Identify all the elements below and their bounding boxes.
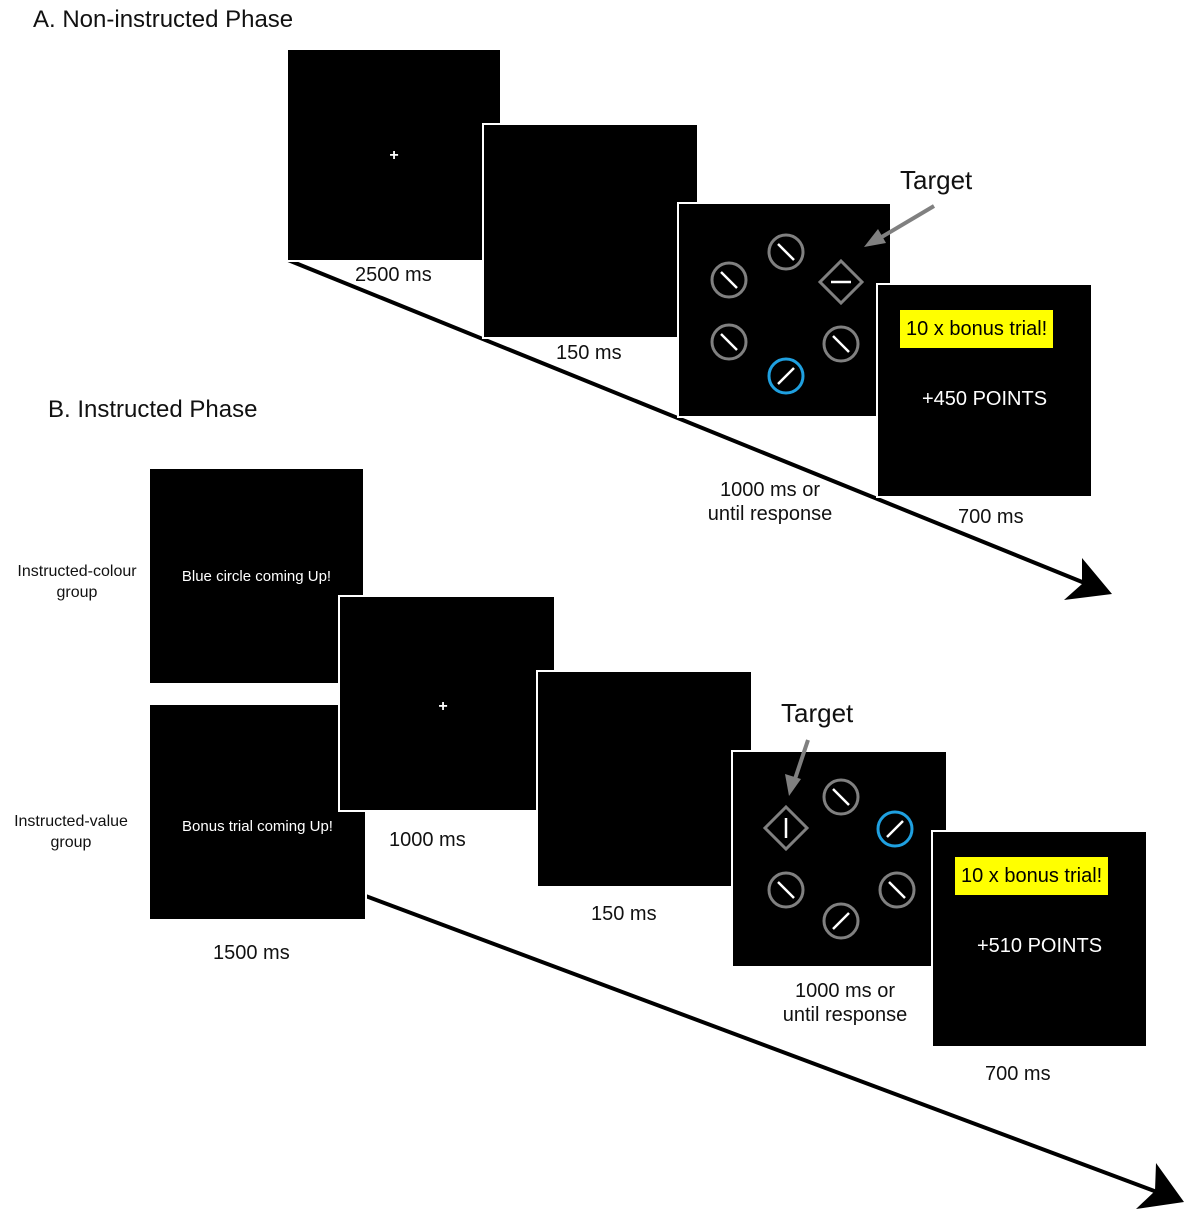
group-label-colour: Instructed-colour group	[2, 561, 152, 603]
blank-duration-b: 150 ms	[591, 903, 657, 925]
search-display-b	[762, 778, 916, 940]
distractor-circle	[822, 778, 860, 816]
search-duration-b-line2: until response	[782, 1004, 908, 1026]
blank-screen-b	[536, 670, 753, 888]
distractor-circle	[767, 233, 805, 271]
group-value-line1: Instructed-value	[14, 813, 128, 830]
group-value-line2: group	[50, 834, 92, 851]
bonus-banner-a: 10 x bonus trial!	[900, 310, 1054, 348]
cue-screen-value: Bonus trial coming Up!	[148, 703, 367, 921]
group-label-value: Instructed-value group	[0, 811, 146, 853]
cue-screen-colour: Blue circle coming Up!	[148, 467, 365, 685]
search-duration-b: 1000 ms or until response	[765, 979, 925, 1027]
fixation-cross: +	[438, 698, 448, 715]
fixation-cross: +	[389, 147, 399, 164]
blue-distractor-circle	[876, 810, 914, 848]
target-label-a: Target	[900, 165, 973, 195]
feedback-duration-a: 700 ms	[958, 506, 1024, 528]
distractor-circle	[878, 871, 916, 909]
fixation-duration-a: 2500 ms	[355, 264, 432, 286]
distractor-circle	[822, 902, 860, 940]
blank-screen-a	[482, 123, 699, 339]
target-diamond	[817, 258, 865, 306]
group-colour-line2: group	[56, 584, 98, 601]
points-text-b: +510 POINTS	[976, 935, 1103, 957]
target-diamond	[762, 804, 810, 852]
search-duration-b-line1: 1000 ms or	[794, 980, 896, 1002]
distractor-circle	[822, 325, 860, 363]
cue-text-value: Bonus trial coming Up!	[182, 818, 333, 835]
blue-distractor-circle	[767, 357, 805, 395]
feedback-screen-a: 10 x bonus trial! +450 POINTS	[876, 283, 1093, 498]
search-display-a	[710, 233, 865, 395]
distractor-circle	[710, 323, 748, 361]
search-duration-a-line2: until response	[707, 503, 833, 525]
target-label-b: Target	[781, 698, 854, 728]
timeline-arrow-b	[362, 893, 1184, 1209]
blank-duration-a: 150 ms	[556, 342, 622, 364]
feedback-screen-b: 10 x bonus trial! +510 POINTS	[931, 830, 1148, 1048]
fixation-duration-b: 1000 ms	[389, 829, 466, 851]
fixation-screen-a: +	[286, 48, 502, 262]
fixation-screen-b: +	[338, 595, 556, 812]
group-colour-line1: Instructed-colour	[17, 563, 137, 580]
cue-text-colour: Blue circle coming Up!	[181, 568, 332, 585]
panel-a-heading: A. Non-instructed Phase	[33, 6, 294, 33]
feedback-duration-b: 700 ms	[985, 1063, 1051, 1085]
distractor-circle	[710, 261, 748, 299]
points-text-a: +450 POINTS	[921, 388, 1048, 410]
search-duration-a-line1: 1000 ms or	[719, 479, 821, 501]
search-screen-a	[677, 202, 892, 418]
panel-b-heading: B. Instructed Phase	[48, 396, 258, 423]
timeline-arrow-a	[287, 258, 1112, 600]
search-duration-a: 1000 ms or until response	[690, 478, 850, 526]
search-screen-b	[731, 750, 948, 968]
cue-duration: 1500 ms	[213, 942, 290, 964]
distractor-circle	[767, 871, 805, 909]
bonus-banner-b: 10 x bonus trial!	[955, 857, 1109, 895]
